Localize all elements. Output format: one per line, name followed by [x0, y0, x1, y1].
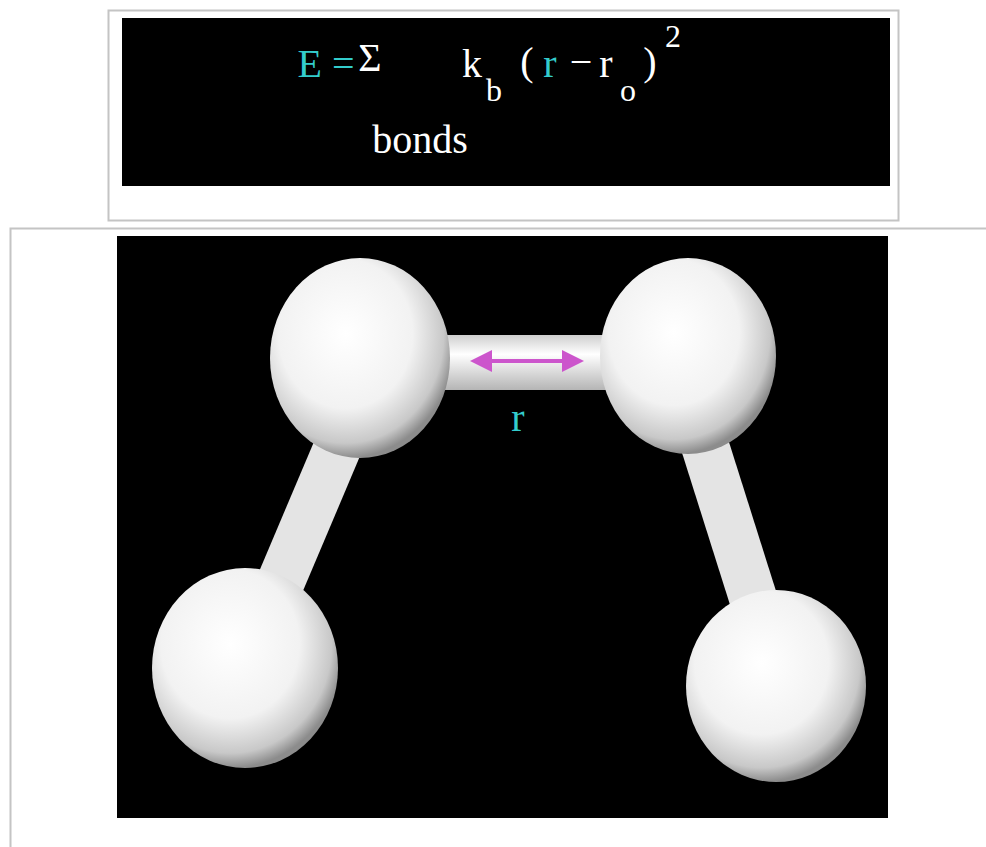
subscript: b: [486, 74, 502, 106]
stretch-arrow: [470, 350, 584, 372]
paren: ): [643, 42, 656, 82]
distance-label: r: [511, 398, 524, 438]
atom: [686, 590, 866, 782]
bond-length: r: [543, 44, 556, 84]
atom: [600, 258, 776, 454]
bond: [430, 335, 615, 390]
formula-frame: [109, 11, 899, 221]
picture-panel: [117, 236, 888, 818]
picture-frame: [11, 229, 986, 847]
formula-panel: [122, 18, 890, 186]
bond: [700, 430, 760, 620]
sum-index: bonds: [372, 120, 468, 160]
paren: (: [520, 42, 533, 82]
energy-symbol: E =: [298, 44, 355, 84]
atom: [270, 258, 450, 458]
minus-sign: −: [570, 42, 593, 82]
subscript: o: [620, 74, 636, 106]
reference-length: r: [599, 44, 612, 84]
atom: [152, 568, 338, 768]
force-constant: k: [462, 44, 482, 84]
sum-sign: Σ: [358, 38, 381, 78]
exponent: 2: [665, 20, 681, 52]
